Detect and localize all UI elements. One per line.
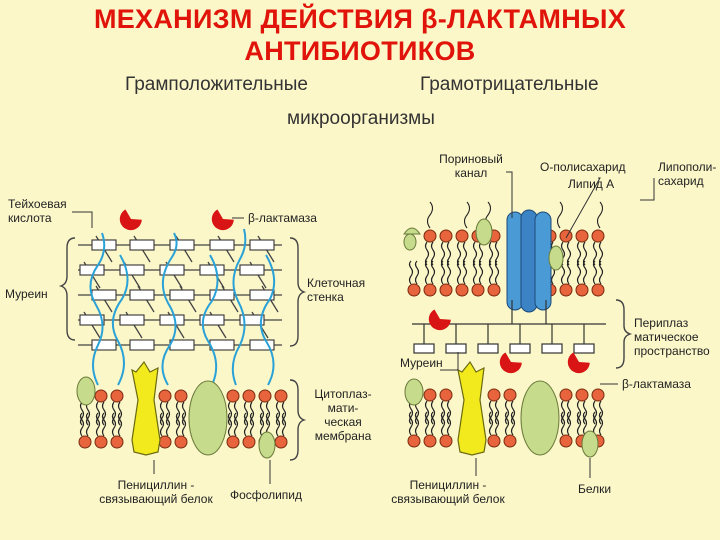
protein-right-3 (581, 430, 599, 458)
protein-right-1 (404, 378, 424, 406)
protein-right-2 (520, 380, 560, 456)
porin-channel (506, 209, 552, 313)
protein-left-3 (258, 431, 276, 459)
cell-wall-label: Клеточная стенка (307, 276, 366, 304)
protein-left-1 (76, 376, 96, 406)
gram-negative-outer-membrane (403, 201, 604, 313)
proteins-label: Белки (578, 482, 612, 496)
penicillin-binding-protein-left (131, 360, 161, 456)
cytoplasmic-membrane-label: Цитоплаз-мати-ческая мембрана (314, 387, 372, 443)
periplasmic-space-label: Периплаз матическое пространство (634, 316, 710, 358)
gram-positive-heading: Грамположительные (125, 74, 308, 95)
protein-left-2 (188, 380, 228, 456)
beta-lactamase-periplasm-1 (424, 304, 454, 335)
beta-lactamase-top-label: β-лактамаза (248, 211, 317, 225)
murein-left-label: Муреин (5, 287, 48, 301)
teichoic-acid-label: Тейхоевая кислота (8, 197, 67, 225)
outer-protein-1 (475, 218, 493, 246)
page-title-line-2: АНТИБИОТИКОВ (244, 36, 476, 66)
pbp-left-label: Пенициллин - связывающий белок (99, 478, 213, 506)
beta-lactamase-right-label: β-лактамаза (622, 377, 691, 391)
penicillin-binding-protein-right (457, 360, 487, 456)
beta-lactamase-left-2 (207, 204, 237, 235)
phospholipid-label: Фосфолипид (230, 488, 302, 502)
gram-negative-murein (412, 300, 606, 354)
gram-negative-heading: Грамотрицательные (420, 74, 599, 95)
murein-right-label: Муреин (400, 356, 443, 370)
outer-protein-cap (403, 227, 421, 235)
microorganisms-heading: микроорганизмы (287, 108, 435, 129)
leader-lines (72, 171, 655, 484)
lipopolysaccharide-label: Липополи-сахарид (658, 160, 717, 188)
beta-lactamase-left-1 (115, 204, 145, 235)
gram-positive-cytoplasmic-membrane (76, 360, 287, 459)
porin-channel-label: Пориновый канал (439, 152, 503, 180)
gram-negative-cytoplasmic-membrane (404, 360, 604, 458)
lipid-a-label: Липид А (568, 177, 615, 191)
o-polysaccharide-label: О-полисахарид (540, 160, 626, 174)
pbp-right-label: Пенициллин - связывающий белок (391, 478, 505, 506)
page-title-line-1: МЕХАНИЗМ ДЕЙСТВИЯ β-ЛАКТАМНЫХ (93, 4, 627, 34)
teichoic-acid-strands (89, 228, 276, 386)
outer-protein-2 (548, 245, 564, 271)
gram-positive-cell-wall (78, 204, 282, 386)
